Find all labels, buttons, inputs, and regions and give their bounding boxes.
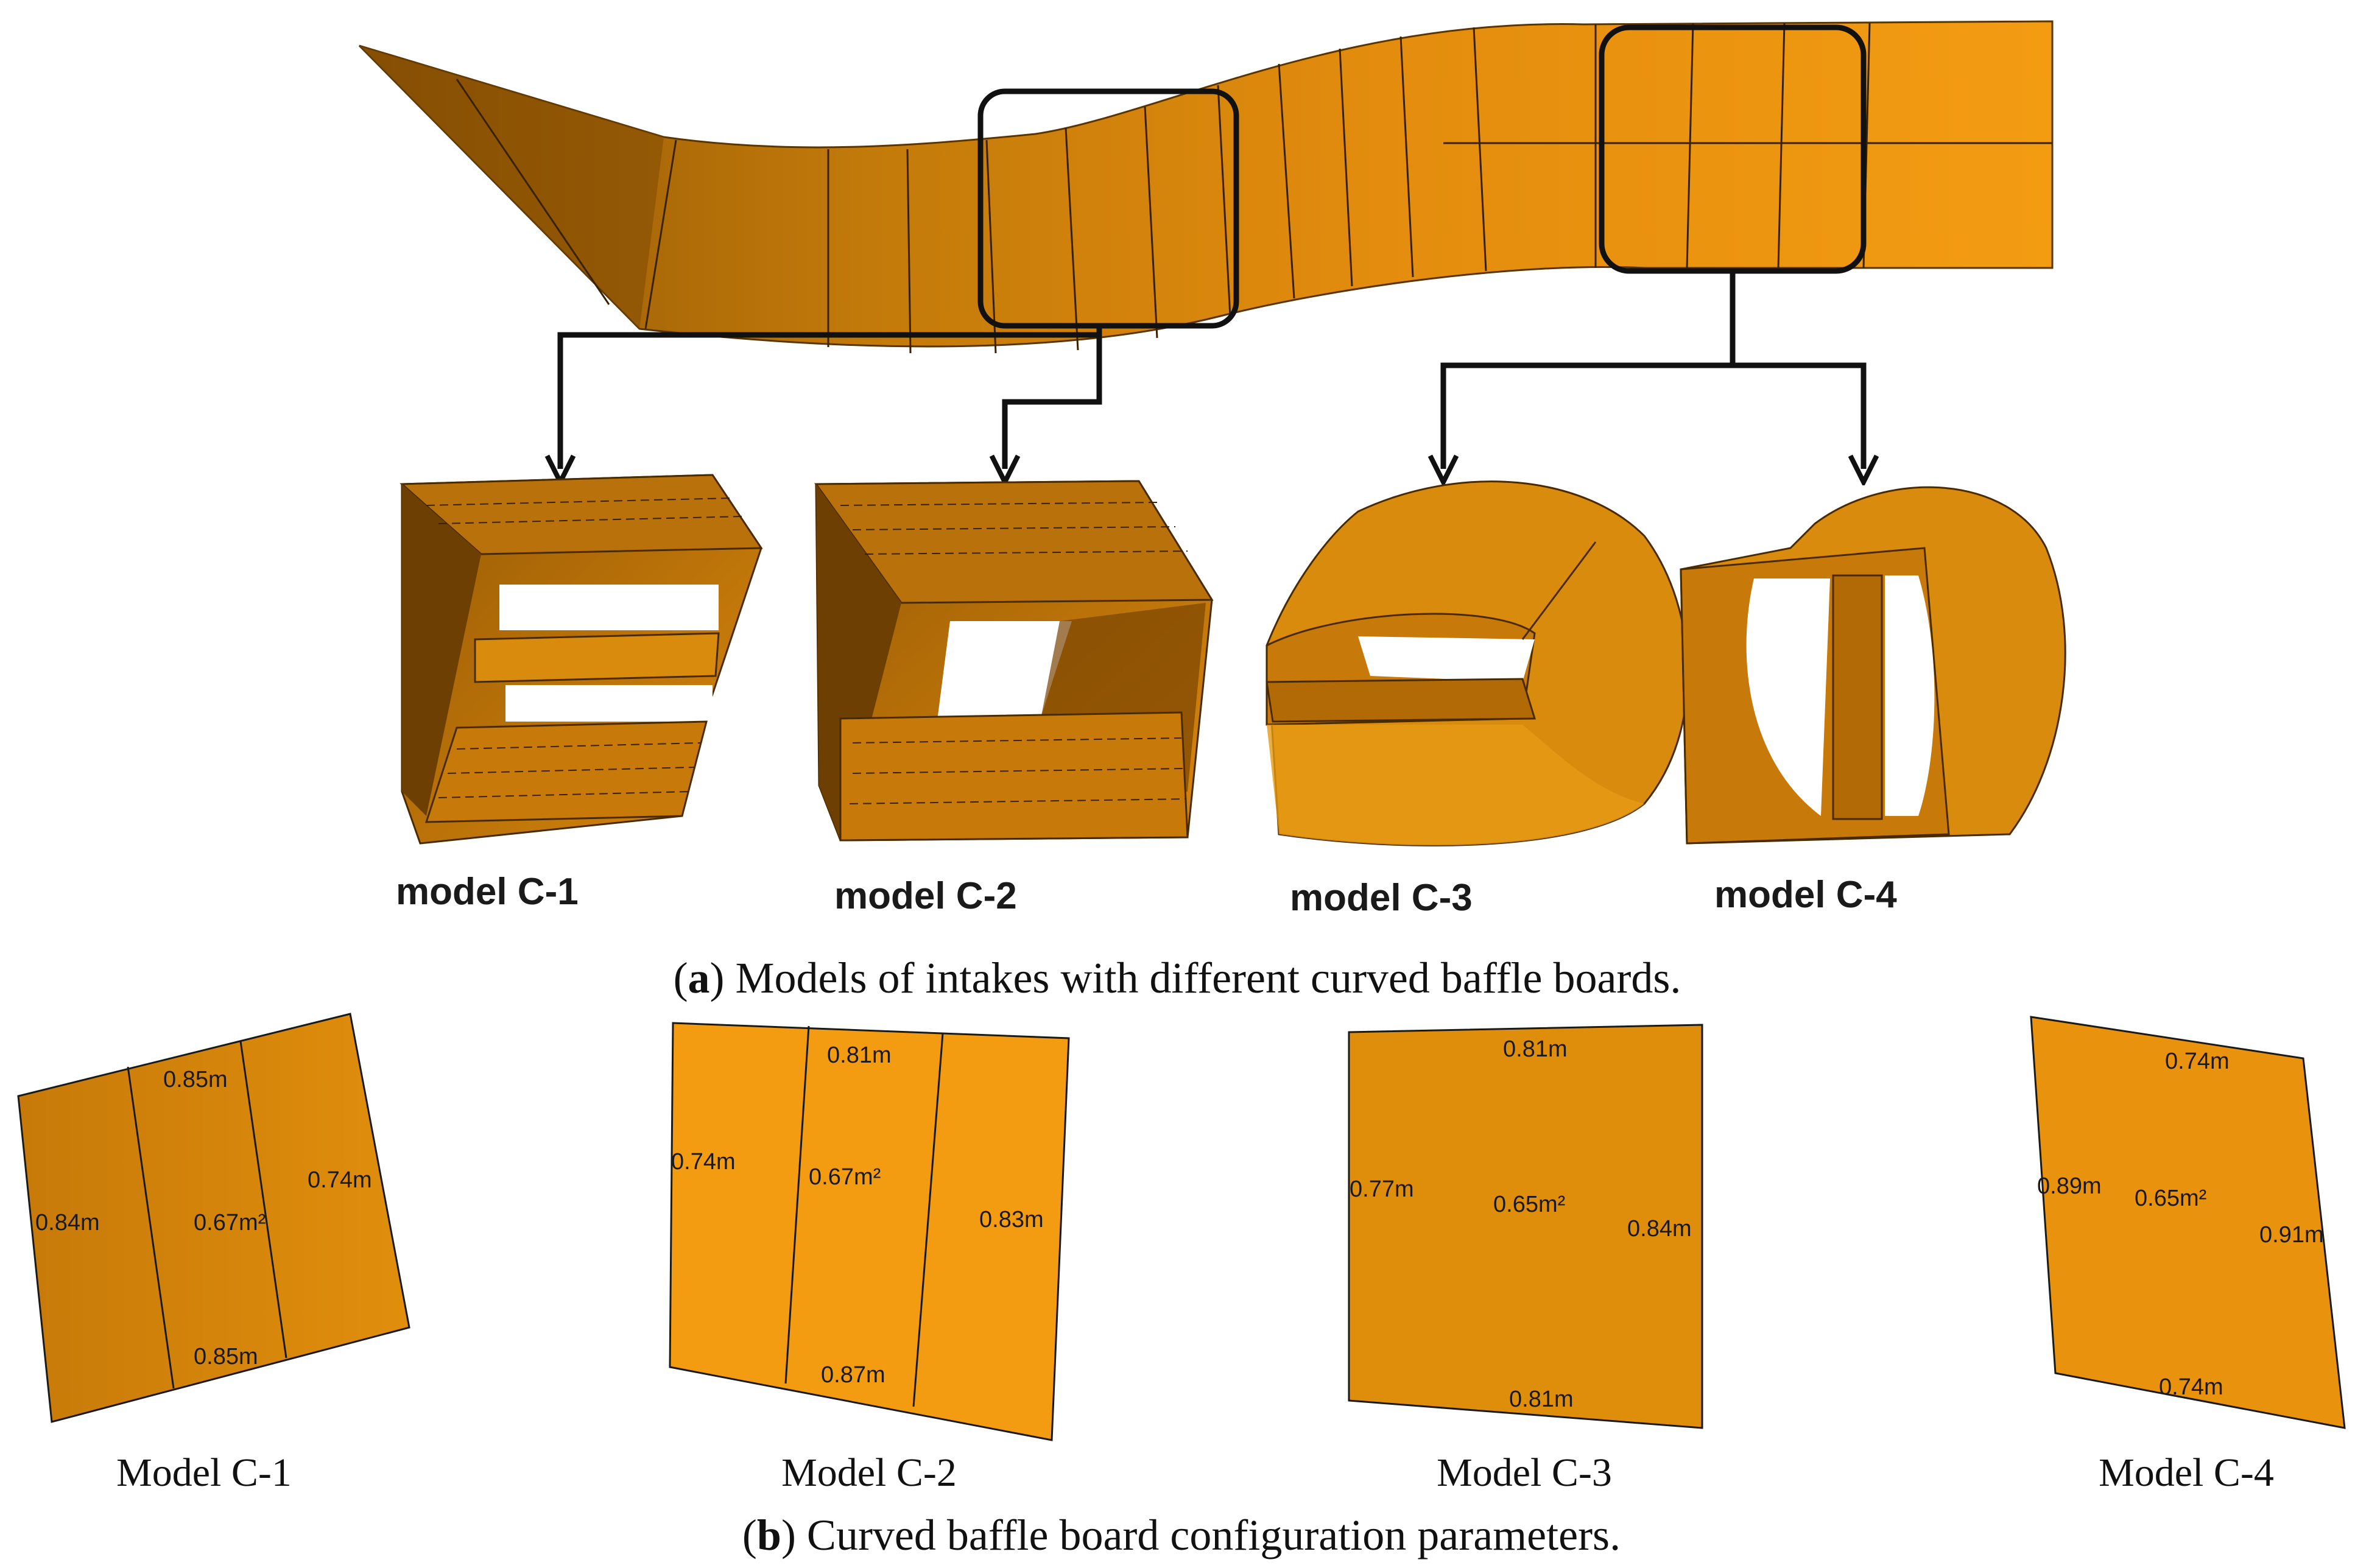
- model-c3-illustration: [1266, 480, 1689, 846]
- board-c4-area: 0.65m²: [2135, 1186, 2206, 1211]
- board-c4: 0.74m 0.89m 0.65m² 0.91m 0.74m: [2030, 1016, 2346, 1429]
- board-c1-top: 0.85m: [163, 1067, 228, 1092]
- board-c2: 0.81m 0.74m 0.67m² 0.83m 0.87m: [669, 1022, 1070, 1441]
- duct-panel-seams: [456, 23, 2052, 354]
- board-c4-bottom: 0.74m: [2159, 1374, 2223, 1400]
- board-c4-name: Model C-4: [2099, 1450, 2274, 1495]
- board-c1-area: 0.67m²: [194, 1210, 266, 1236]
- board-c2-area: 0.67m²: [809, 1164, 881, 1190]
- board-c1-left: 0.84m: [35, 1210, 100, 1236]
- connector-arrows: [560, 271, 1864, 469]
- board-c3-bottom: 0.81m: [1509, 1387, 1574, 1412]
- model-c4-label: model C-4: [1714, 874, 1897, 916]
- board-c4-left: 0.89m: [2037, 1173, 2102, 1199]
- caption-b: (b) Curved baffle board configuration pa…: [742, 1511, 1621, 1559]
- board-c2-name: Model C-2: [781, 1450, 957, 1495]
- model-c3-label: model C-3: [1290, 877, 1473, 919]
- board-c3-top: 0.81m: [1503, 1036, 1568, 1062]
- board-c3-right: 0.84m: [1627, 1216, 1692, 1242]
- model-c2-illustration: [814, 480, 1214, 842]
- highlight-box-left: [977, 88, 1239, 329]
- board-c1-right: 0.74m: [308, 1167, 372, 1193]
- caption-a: (a) Models of intakes with different cur…: [674, 954, 1681, 1002]
- board-c3: 0.81m 0.77m 0.65m² 0.84m 0.81m: [1348, 1024, 1703, 1429]
- board-c3-name: Model C-3: [1437, 1450, 1612, 1495]
- intake-duct: [358, 20, 2054, 354]
- board-c2-right: 0.83m: [979, 1207, 1044, 1232]
- board-c4-top: 0.74m: [2165, 1049, 2230, 1074]
- board-c3-left: 0.77m: [1350, 1176, 1414, 1202]
- board-c3-area: 0.65m²: [1493, 1192, 1565, 1217]
- model-c4-illustration: [1680, 486, 2066, 845]
- model-c1-label: model C-1: [396, 871, 579, 913]
- board-c1: 0.85m 0.84m 0.67m² 0.74m 0.85m: [17, 1013, 410, 1423]
- duct-left-face: [359, 46, 664, 329]
- model-c2-label: model C-2: [834, 875, 1017, 917]
- board-c1-bottom: 0.85m: [194, 1344, 258, 1369]
- board-c2-left: 0.74m: [671, 1149, 736, 1175]
- board-c4-right: 0.91m: [2259, 1222, 2324, 1248]
- model-c1-illustration: [400, 474, 763, 845]
- board-c2-bottom: 0.87m: [821, 1362, 885, 1388]
- board-c1-name: Model C-1: [116, 1450, 292, 1495]
- board-c2-top: 0.81m: [827, 1042, 892, 1068]
